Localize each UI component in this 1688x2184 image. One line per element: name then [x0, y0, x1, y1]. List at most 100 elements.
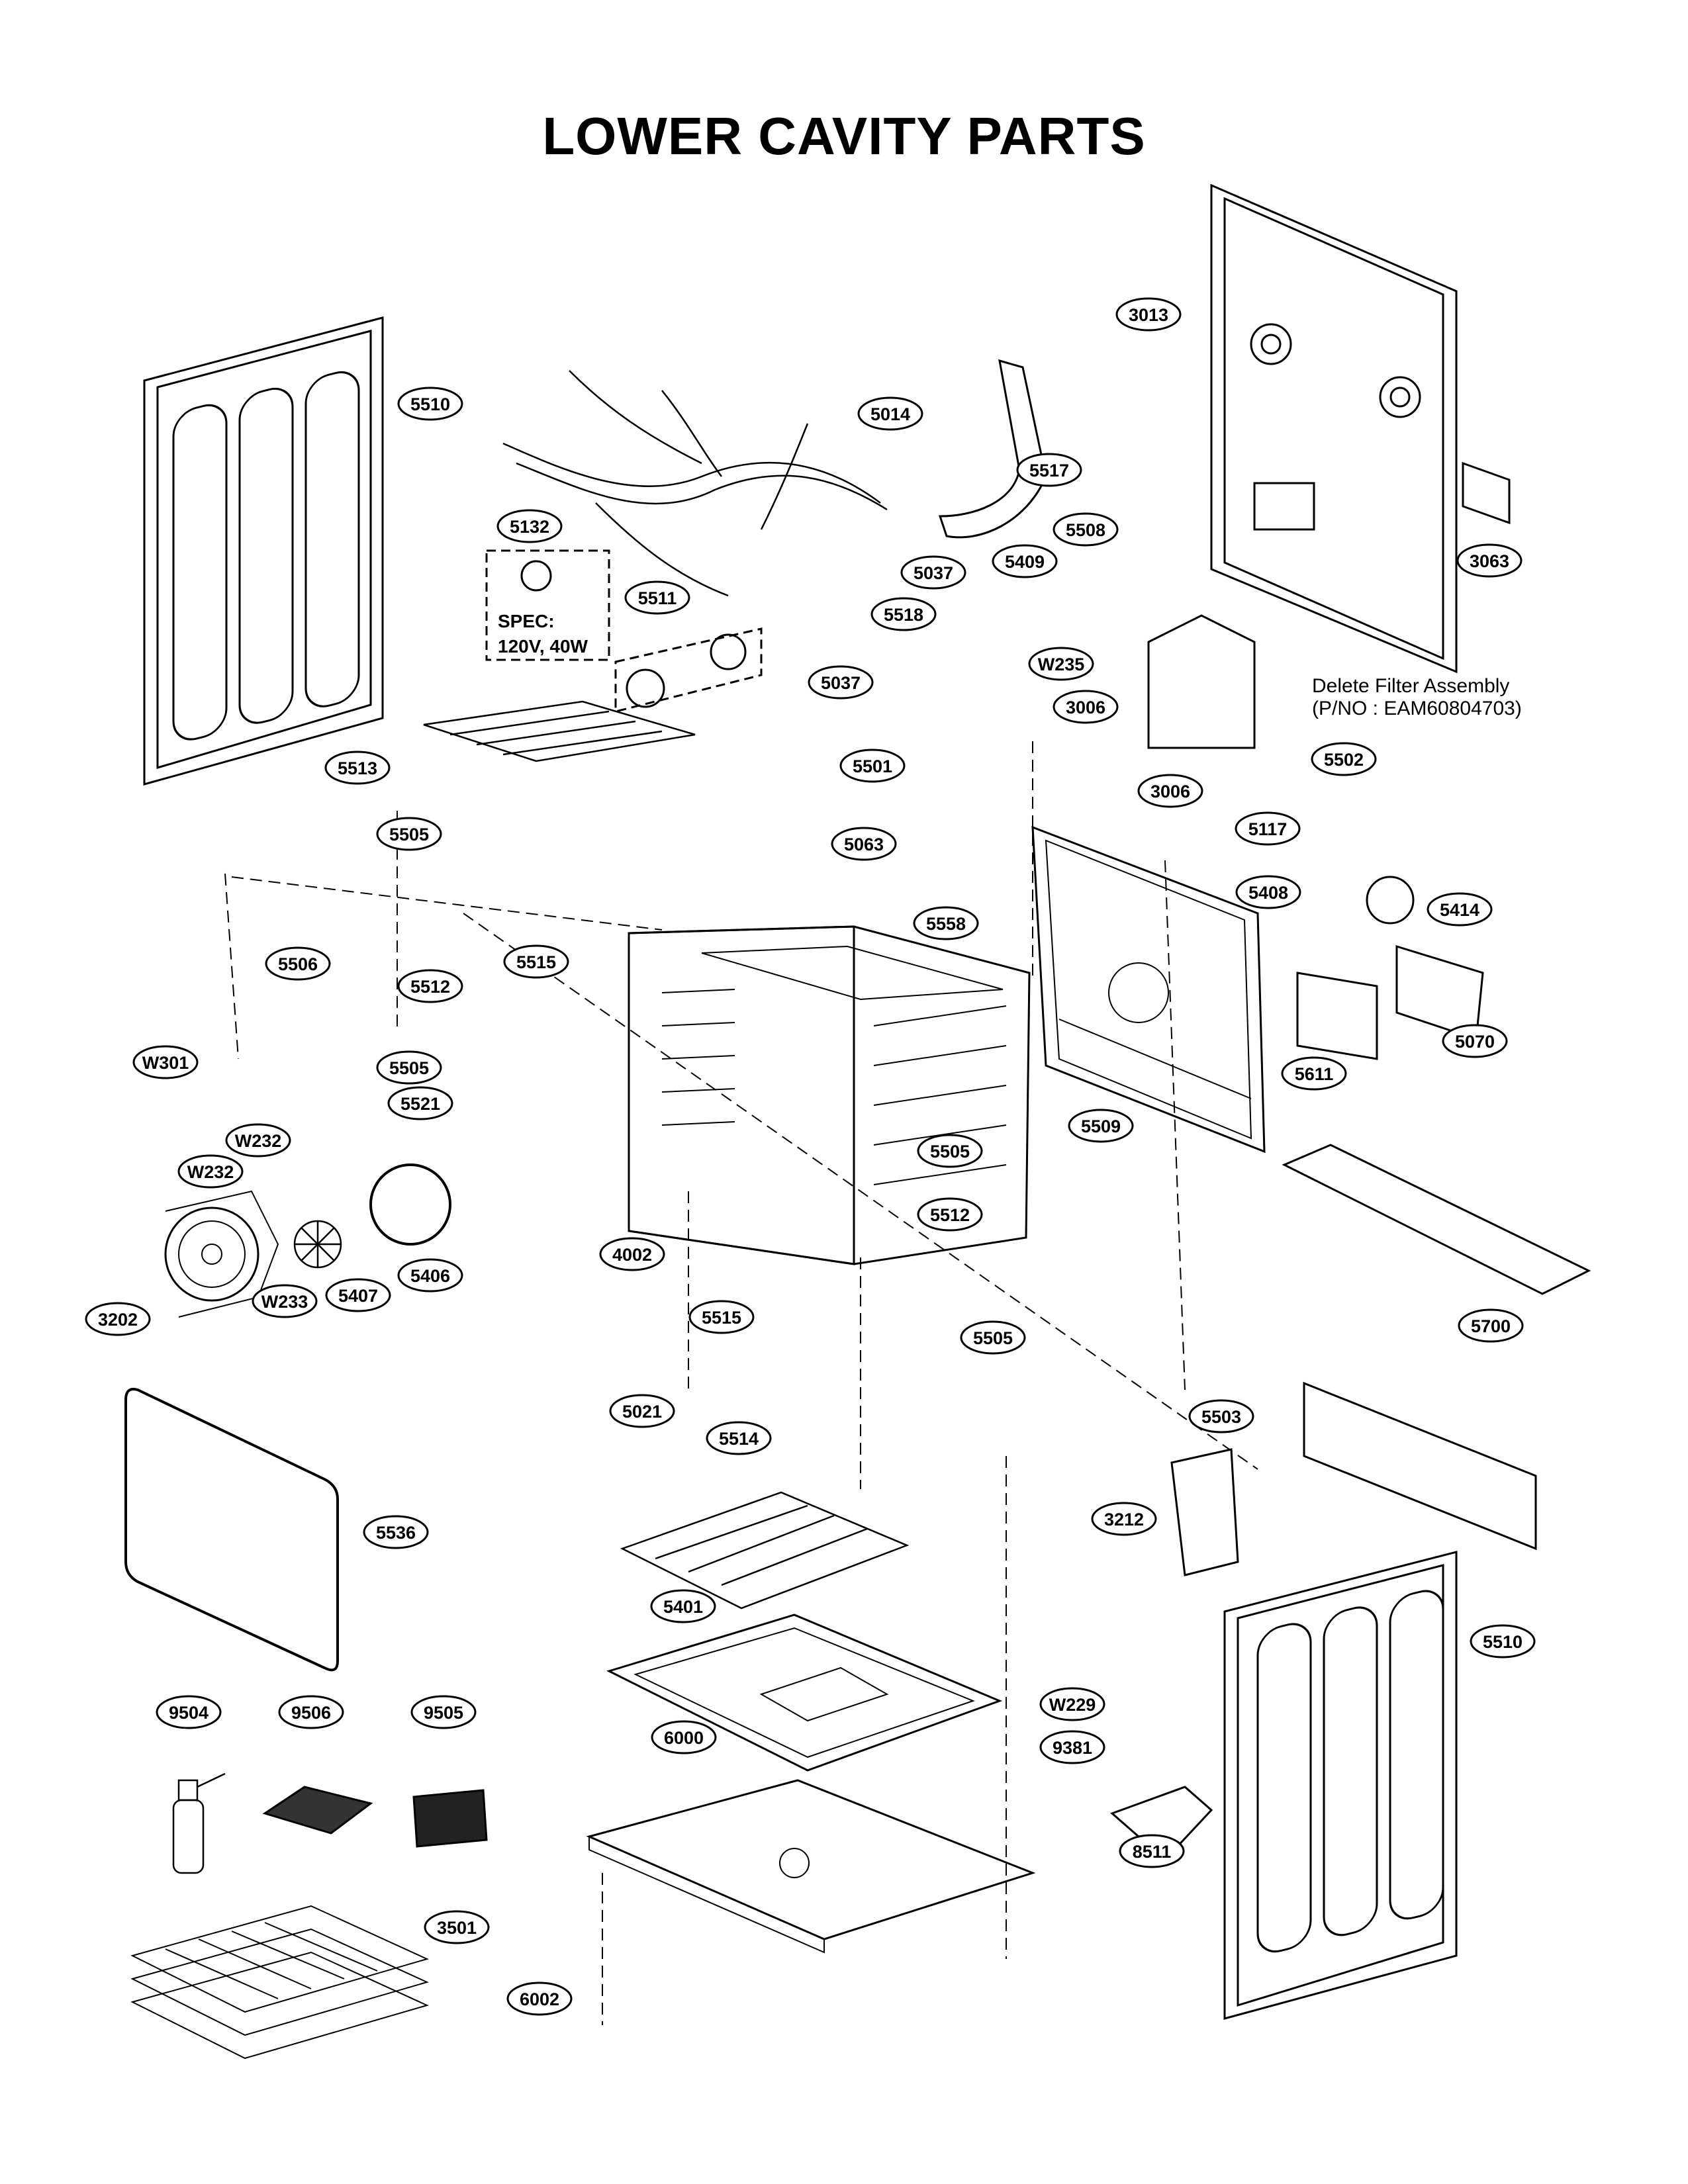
broil-element-part [423, 700, 696, 762]
callout-5408: 5408 [1235, 875, 1301, 909]
callout-oval [1091, 1502, 1157, 1536]
callout-oval [624, 580, 690, 615]
callout-label: 5514 [719, 1429, 759, 1449]
callout-oval [252, 1284, 318, 1318]
callout-oval [1235, 875, 1301, 909]
callout-oval [1188, 1399, 1254, 1433]
callout-6002: 6002 [506, 1981, 573, 2016]
callout-5505: 5505 [917, 1134, 983, 1168]
callout-W229: W229 [1039, 1687, 1105, 1721]
callout-5512: 5512 [397, 969, 463, 1003]
callout-5511: 5511 [624, 580, 690, 615]
scrub-pad-part [262, 1786, 373, 1835]
motor-part [1366, 876, 1415, 925]
callout-oval [651, 1720, 717, 1754]
fan-blade-part [293, 1220, 342, 1269]
convection-fan-part [164, 1190, 279, 1318]
callout-oval [808, 665, 874, 700]
rear-panel-part [1210, 183, 1458, 674]
callout-5014: 5014 [857, 396, 923, 431]
callout-label: 5509 [1081, 1116, 1121, 1136]
callout-label: 3013 [1129, 305, 1168, 325]
oven-floor-part [606, 1614, 1003, 1772]
callout-5505: 5505 [376, 1050, 442, 1085]
callout-5501: 5501 [839, 749, 906, 783]
callout-label: 5037 [914, 563, 953, 583]
callout-label: 3006 [1150, 782, 1190, 801]
page-title: LOWER CAVITY PARTS [542, 107, 1146, 165]
callout-oval [900, 555, 966, 590]
callout-label: W233 [261, 1292, 308, 1312]
callout-label: 6000 [664, 1728, 704, 1748]
callout-label: 5515 [702, 1308, 741, 1328]
callout-label: 5407 [338, 1286, 378, 1306]
callout-oval [376, 1050, 442, 1085]
callout-label: 5401 [663, 1597, 703, 1617]
callout-oval [156, 1695, 222, 1729]
callout-5521: 5521 [387, 1086, 453, 1120]
callout-label: 5501 [853, 756, 892, 776]
callout-oval [1068, 1109, 1134, 1143]
callout-3063: 3063 [1456, 543, 1523, 578]
callout-5021: 5021 [609, 1394, 675, 1428]
callout-oval [688, 1300, 755, 1334]
callout-5409: 5409 [992, 544, 1058, 578]
callout-label: 5505 [930, 1142, 970, 1161]
callout-label: 5611 [1295, 1064, 1334, 1084]
wire-harness-part [502, 370, 888, 597]
callout-oval [599, 1237, 665, 1271]
callout-label: W232 [187, 1162, 234, 1182]
callout-W233: W233 [252, 1284, 318, 1318]
door-panel-left-part [143, 316, 384, 786]
callout-label: 5521 [400, 1094, 440, 1114]
callout-label: 5408 [1248, 883, 1288, 903]
callout-5505: 5505 [960, 1320, 1026, 1355]
callout-oval [650, 1589, 716, 1623]
callout-label: 4002 [612, 1245, 652, 1265]
callout-oval [387, 1086, 453, 1120]
duct-part [1170, 1448, 1239, 1576]
callout-label: 5414 [1440, 900, 1479, 920]
callout-oval [1016, 453, 1082, 487]
bake-element-part [620, 1491, 910, 1610]
callout-oval [706, 1421, 772, 1455]
callout-oval [1028, 647, 1094, 681]
callout-3212: 3212 [1091, 1502, 1157, 1536]
callout-label: W301 [142, 1053, 189, 1073]
bulb-spec-line-2: 120V, 40W [498, 636, 588, 657]
callout-9381: 9381 [1039, 1730, 1105, 1764]
callout-5070: 5070 [1442, 1024, 1508, 1058]
callout-oval [503, 944, 569, 979]
callout-W301: W301 [132, 1045, 199, 1079]
callout-oval [278, 1695, 344, 1729]
callout-label: 5508 [1066, 520, 1105, 540]
callout-label: 5070 [1455, 1032, 1495, 1052]
callout-oval [225, 1123, 291, 1158]
sponge-part [412, 1789, 488, 1848]
callout-label: 3212 [1104, 1510, 1144, 1529]
callout-5515: 5515 [688, 1300, 755, 1334]
callout-label: 5132 [510, 517, 549, 537]
callout-oval [992, 544, 1058, 578]
side-cover-part [1303, 1381, 1537, 1551]
callout-5037: 5037 [808, 665, 874, 700]
callout-9506: 9506 [278, 1695, 344, 1729]
callout-W232: W232 [225, 1123, 291, 1158]
callout-oval [917, 1197, 983, 1232]
guide-lines [224, 741, 1258, 2025]
callout-label: 5021 [622, 1402, 662, 1422]
callout-5517: 5517 [1016, 453, 1082, 487]
callout-3006: 3006 [1053, 690, 1119, 724]
callout-5513: 5513 [324, 751, 391, 785]
callout-3013: 3013 [1115, 297, 1182, 332]
callout-label: 5505 [389, 1058, 429, 1078]
bulb-spec-text: SPEC: 120V, 40W [498, 609, 588, 659]
callout-oval [410, 1695, 477, 1729]
callout-oval [496, 509, 563, 543]
callout-label: 5515 [516, 952, 556, 972]
callout-5063: 5063 [831, 827, 897, 861]
callout-label: 3202 [98, 1310, 138, 1330]
callout-oval [1470, 1624, 1536, 1659]
callout-5536: 5536 [363, 1515, 429, 1549]
